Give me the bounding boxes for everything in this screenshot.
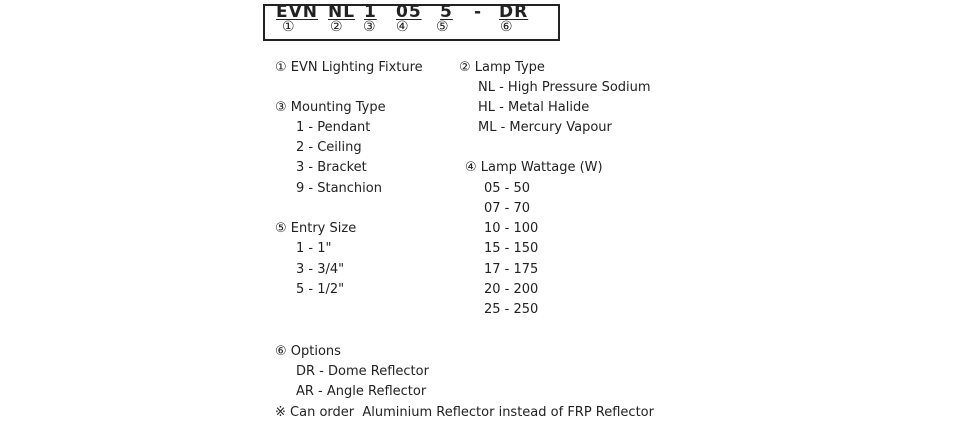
fixture-label: ① EVN Lighting Fixture [275,60,423,75]
marker-6: ⑥ [500,19,513,35]
mounting-item: 9 - Stanchion [296,181,382,196]
marker-5: ⑤ [436,19,449,35]
mounting-item: 1 - Pendant [296,120,371,135]
code-part-wattage: 05 [396,2,422,22]
marker-2: ② [330,19,343,35]
entry-title: ⑤ Entry Size [275,221,357,236]
code-part-lamp-type: NL [328,2,356,22]
wattage-item: 05 - 50 [484,181,531,196]
wattage-item: 07 - 70 [484,201,531,216]
code-part-series: EVN [276,2,318,22]
entry-item: 5 - 1/2" [296,282,345,297]
wattage-item: 20 - 200 [484,282,539,297]
wattage-item: 10 - 100 [484,221,539,236]
model-code-box [263,4,560,41]
code-part-mounting: 1 [364,2,377,22]
options-title: ⑥ Options [275,344,341,359]
marker-1: ① [282,19,295,35]
wattage-item: 25 - 250 [484,302,539,317]
options-item: AR - Angle Reflector [296,384,427,399]
wattage-title: ④ Lamp Wattage (W) [465,160,603,175]
code-part-dash: - [474,2,483,22]
mounting-item: 2 - Ceiling [296,140,362,155]
marker-4: ④ [396,19,409,35]
lamp-type-item: HL - Metal Halide [478,100,590,115]
lamp-type-item: ML - Mercury Vapour [478,120,612,135]
lamp-type-item: NL - High Pressure Sodium [478,80,651,95]
code-part-entry: 5 [440,2,453,22]
wattage-item: 15 - 150 [484,241,539,256]
note-text: ※ Can order Aluminium Reflector instead … [275,405,654,420]
options-item: DR - Dome Reflector [296,364,429,379]
wattage-item: 17 - 175 [484,262,539,277]
code-part-option: DR [499,2,529,22]
entry-item: 1 - 1" [296,241,332,256]
lamp-type-title: ② Lamp Type [459,60,545,75]
entry-item: 3 - 3/4" [296,262,345,277]
mounting-title: ③ Mounting Type [275,100,386,115]
marker-3: ③ [363,19,376,35]
mounting-item: 3 - Bracket [296,160,367,175]
